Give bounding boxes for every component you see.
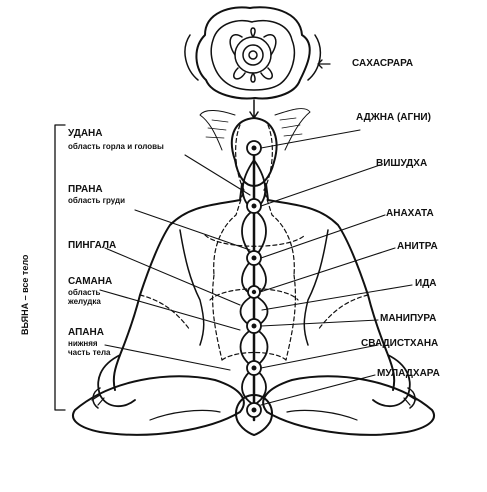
label-vishuddha: ВИШУДХА: [376, 158, 428, 169]
label-prana: ПРАНА: [68, 184, 103, 195]
label-apana-sub1: нижняя: [68, 339, 98, 348]
label-anahata: АНАХАТА: [386, 208, 434, 219]
label-manipura: МАНИПУРА: [380, 313, 437, 324]
label-samana-sub1: область: [68, 288, 101, 297]
label-anitra: АНИТРА: [397, 241, 438, 252]
label-muladhara: МУЛАДХАРА: [377, 368, 440, 379]
label-prana-sub: область груди: [68, 196, 126, 205]
label-udana: УДАНА: [68, 128, 103, 139]
label-samana-sub2: желудка: [68, 297, 101, 306]
label-ida: ИДА: [415, 278, 437, 289]
label-ajna: АДЖНА (АГНИ): [356, 112, 431, 123]
label-apana-sub2: часть тела: [68, 348, 111, 357]
sahasrara-lotus-icon: [184, 6, 322, 100]
label-udana-sub: область горла и головы: [68, 142, 164, 151]
label-sahasrara: САХАСРАРА: [352, 58, 414, 69]
label-pingala: ПИНГАЛА: [68, 240, 117, 251]
label-apana: АПАНА: [68, 327, 104, 338]
label-svadhisthana: СВАДИСТХАНА: [361, 338, 439, 349]
label-vyana: ВЬЯНА – все тело: [20, 254, 30, 335]
label-samana: САМАНА: [68, 276, 113, 287]
